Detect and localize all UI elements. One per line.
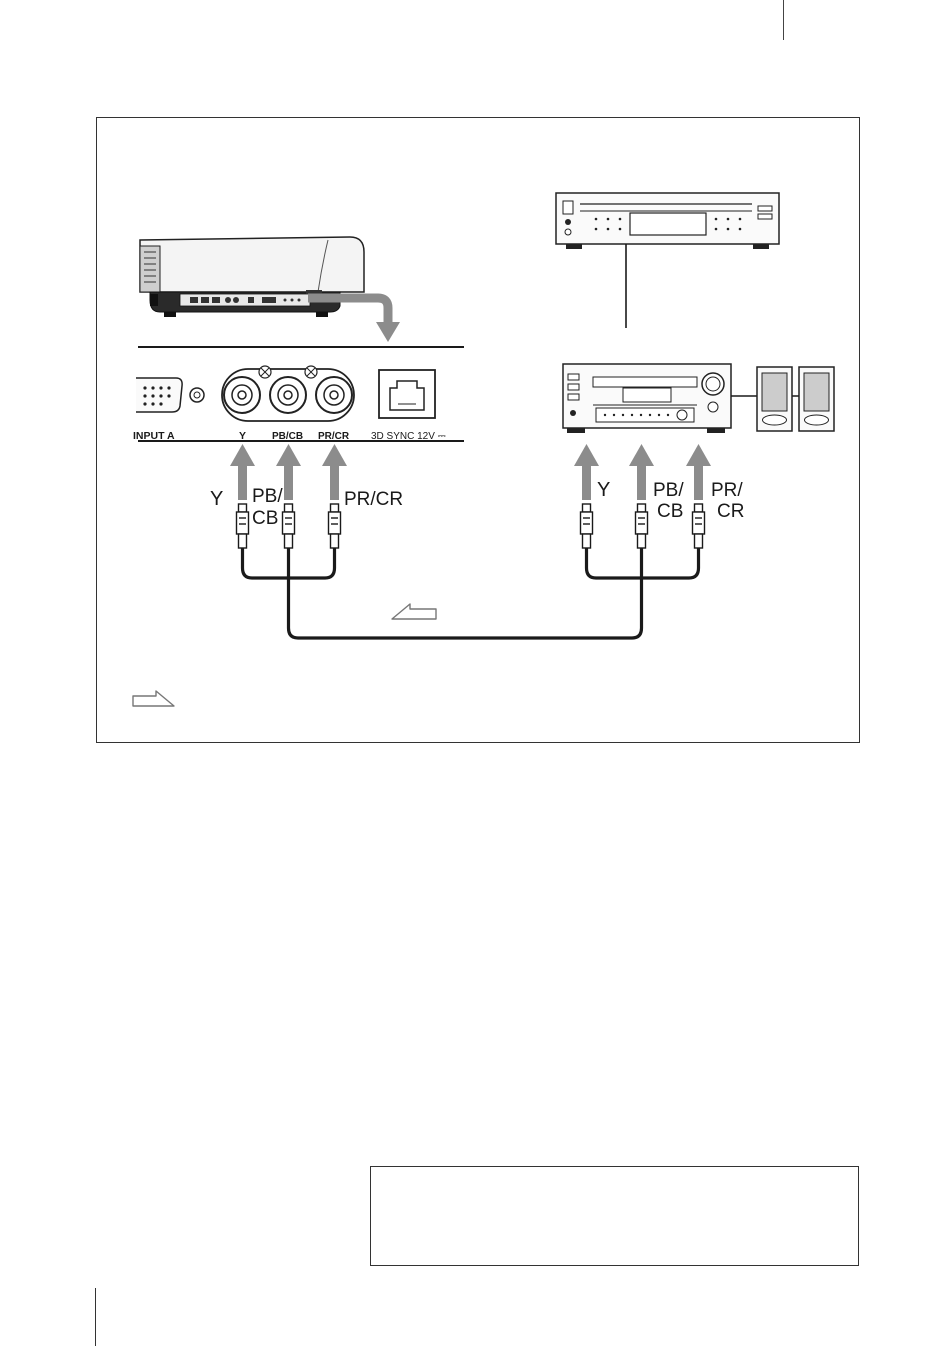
- component-cable: [237, 504, 705, 638]
- projector-icon: [140, 237, 364, 317]
- left-y-label: Y: [210, 488, 223, 510]
- sync-label: 3D SYNC 12V ⎓: [371, 431, 446, 442]
- connector-panel: INPUT A Y PB/CB PR/CR 3D SYNC 12V ⎓: [133, 347, 464, 442]
- right-pr-label-top: PR/: [711, 480, 743, 501]
- input-a-label: INPUT A: [133, 430, 175, 442]
- signal-arrows: [230, 444, 711, 500]
- signal-flow-arrow-icon: [392, 604, 436, 619]
- signal-flow-legend-arrow-icon: [133, 691, 174, 706]
- left-pb-label-top: PB/: [252, 486, 283, 507]
- dvd-player-icon: [556, 193, 779, 249]
- note-box: [370, 1166, 859, 1266]
- speaker-icon: [799, 367, 834, 431]
- panel-pr-label: PR/CR: [318, 431, 350, 442]
- left-pb-label-bottom: CB: [252, 508, 278, 529]
- rj45-jack-icon: [379, 370, 435, 418]
- left-pr-label: PR/CR: [344, 489, 403, 510]
- input-a-connector: [136, 378, 204, 412]
- av-amplifier-icon: [563, 364, 731, 433]
- side-page-rule: [95, 1288, 96, 1346]
- panel-y-label: Y: [239, 430, 246, 442]
- right-y-label: Y: [597, 479, 610, 501]
- connection-diagram: INPUT A Y PB/CB PR/CR 3D SYNC 12V ⎓: [0, 0, 950, 760]
- speaker-icon: [757, 367, 792, 431]
- panel-pb-label: PB/CB: [272, 431, 303, 442]
- right-pr-label-bottom: CR: [717, 501, 744, 522]
- component-input-block: [222, 366, 354, 421]
- right-pb-label-top: PB/: [653, 480, 684, 501]
- right-pb-label-bottom: CB: [657, 501, 683, 522]
